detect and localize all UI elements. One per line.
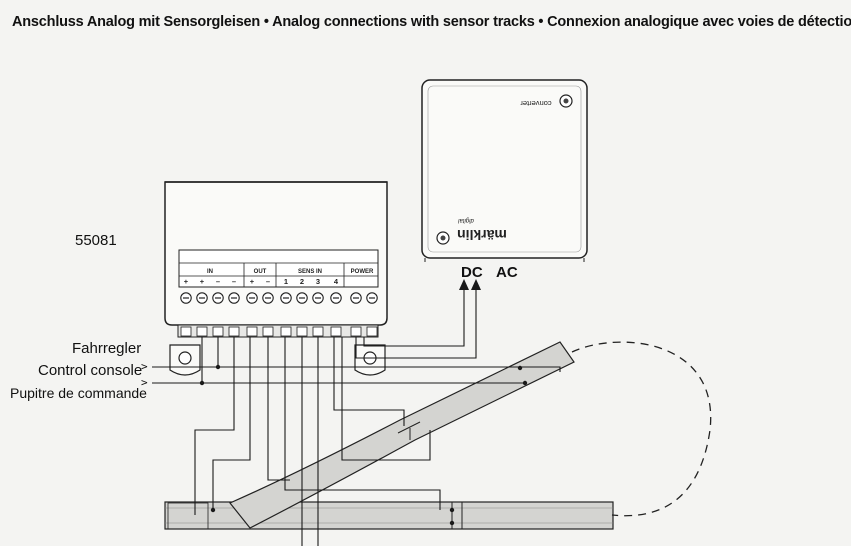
bottom-terminal [196, 326, 208, 337]
terminal-label: 2 [300, 277, 304, 286]
wiring [152, 285, 561, 546]
bottom-terminal [296, 326, 308, 337]
brand-sub-label: digital [458, 217, 474, 223]
dc-output-label: DC [461, 264, 483, 281]
controller-arrow-icon: > [141, 376, 148, 389]
bottom-terminal [330, 326, 342, 337]
terminal-label: + [250, 277, 255, 286]
ac-output-label: AC [496, 264, 518, 281]
terminal-label: + [184, 277, 189, 286]
group-label-out: OUT [254, 269, 267, 275]
brand-logo: märklin [457, 227, 507, 243]
model-number: 55081 [75, 232, 117, 249]
bottom-terminal [180, 326, 192, 337]
arrow-up-icon [471, 279, 481, 290]
track-layout [164, 341, 712, 530]
decoder-module: IN OUT SENS IN POWER + + – – + – 1 2 3 4 [164, 181, 388, 376]
converter-box: converter märklin digital [421, 79, 588, 262]
bottom-terminal [350, 326, 362, 337]
diverging-track [229, 341, 575, 529]
terminal-label: + [200, 277, 205, 286]
bottom-terminal [262, 326, 274, 337]
wire-junctions [199, 364, 528, 526]
terminal-label: 3 [316, 277, 320, 286]
bottom-terminal [246, 326, 258, 337]
bottom-terminal [228, 326, 240, 337]
group-label-power: POWER [351, 269, 374, 275]
controller-label-de: Fahrregler [72, 340, 142, 357]
group-label-in: IN [207, 269, 213, 275]
group-label-sens-in: SENS IN [298, 269, 322, 275]
bottom-terminal [280, 326, 292, 337]
track-loop-dashed [571, 341, 712, 517]
terminal-label: – [266, 277, 270, 286]
page-title: Anschluss Analog mit Sensorgleisen • Ana… [12, 14, 851, 30]
dc-connection-arrows [459, 279, 481, 290]
mount-screw-icon [178, 351, 192, 365]
terminal-label: 4 [334, 277, 339, 286]
arrow-up-icon [459, 279, 469, 290]
terminal-label: 1 [284, 277, 288, 286]
controller-label-fr: Pupitre de commande [10, 385, 147, 401]
controller-label-en: Control console [38, 362, 143, 379]
converter-label: converter [520, 99, 552, 108]
bottom-terminal [366, 326, 378, 337]
terminal-label: – [216, 277, 220, 286]
bottom-terminal [312, 326, 324, 337]
controller-arrow-icon: > [141, 360, 148, 373]
bottom-terminal [212, 326, 224, 337]
terminal-label: – [232, 277, 236, 286]
